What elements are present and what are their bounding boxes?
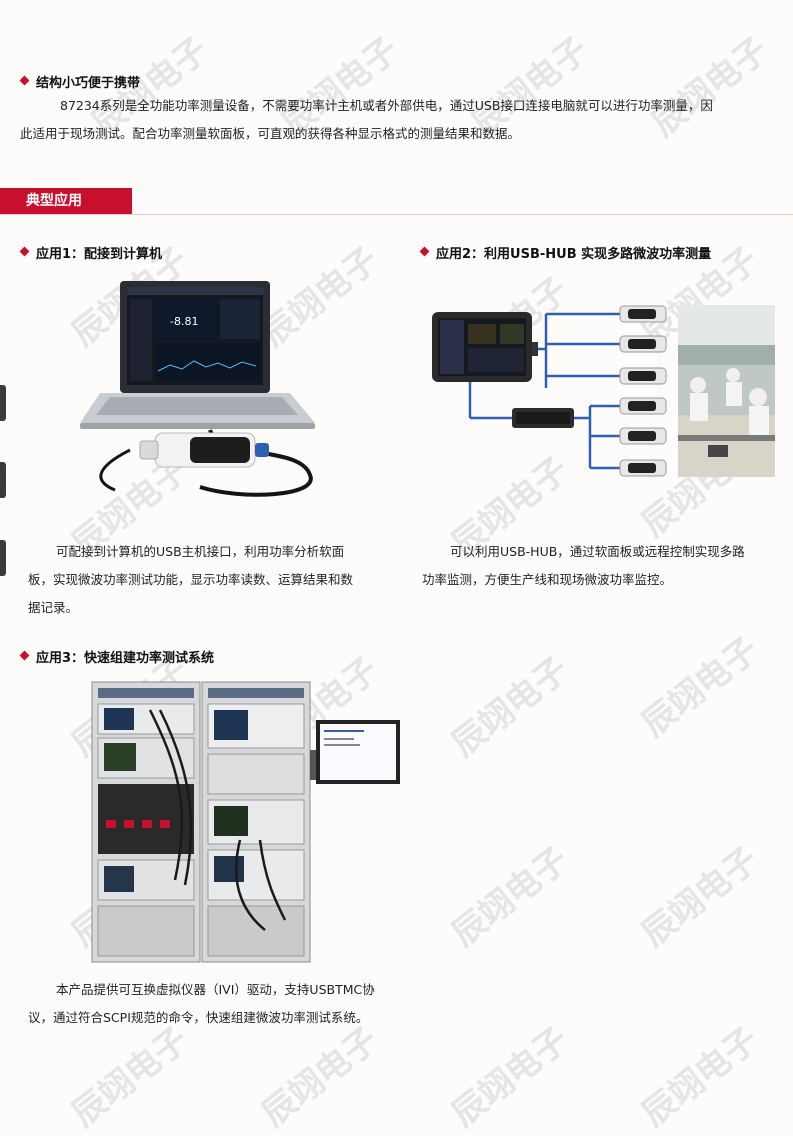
app3-heading: 应用3：快速组建功率测试系统 — [36, 651, 215, 666]
paragraph-line: 此适用于现场测试。配合功率测量软面板，可直观的获得各种显示格式的测量结果和数据。 — [20, 126, 521, 141]
page-edge-tab — [0, 385, 6, 421]
paragraph-line: 板，实现微波功率测试功能，显示功率读数、运算结果和数 — [28, 572, 354, 587]
screen-reading: -8.81 — [170, 315, 198, 328]
watermark: 辰翊电子 — [634, 839, 767, 955]
banner-divider — [0, 214, 793, 215]
bullet-diamond-icon — [19, 246, 30, 257]
watermark: 辰翊电子 — [444, 649, 577, 765]
bullet-diamond-icon — [19, 650, 30, 661]
app2-paragraph: 可以利用USB-HUB，通过软面板或远程控制实现多路 功率监测，方便生产线和现场… — [422, 538, 787, 594]
paragraph-line: 功率监测，方便生产线和现场微波功率监控。 — [422, 572, 673, 587]
bullet-diamond-icon — [19, 75, 30, 86]
paragraph-line: 可配接到计算机的USB主机接口，利用功率分析软面 — [56, 544, 345, 559]
page-edge-tab — [0, 462, 6, 498]
watermark: 辰翊电子 — [634, 629, 767, 745]
app3-paragraph: 本产品提供可互换虚拟仪器（IVI）驱动，支持USBTMC协 议，通过符合SCPI… — [28, 976, 408, 1032]
paragraph-line: 本产品提供可互换虚拟仪器（IVI）驱动，支持USBTMC协 — [56, 982, 375, 997]
watermark: 辰翊电子 — [634, 1019, 767, 1135]
paragraph-line: 议，通过符合SCPI规范的命令，快速组建微波功率测试系统。 — [28, 1010, 369, 1025]
section-paragraph: 87234系列是全功能功率测量设备，不需要功率计主机或者外部供电，通过USB接口… — [20, 92, 785, 148]
section-banner: 典型应用 — [0, 188, 132, 214]
bullet-diamond-icon — [419, 246, 430, 257]
section-heading: 结构小巧便于携带 — [36, 76, 141, 91]
paragraph-line: 87234系列是全功能功率测量设备，不需要功率计主机或者外部供电，通过USB接口… — [60, 98, 713, 113]
watermark: 辰翊电子 — [444, 839, 577, 955]
paragraph-line: 可以利用USB-HUB，通过软面板或远程控制实现多路 — [450, 544, 745, 559]
paragraph-line: 据记录。 — [28, 600, 79, 615]
app1-heading: 应用1：配接到计算机 — [36, 247, 163, 262]
laptop-figure: -8.81 — [70, 275, 390, 505]
page-edge-tab — [0, 540, 6, 576]
app2-heading: 应用2：利用USB-HUB 实现多路微波功率测量 — [436, 247, 712, 262]
production-line-photo — [678, 305, 775, 477]
usb-hub-diagram — [430, 300, 775, 480]
test-rack-figure — [90, 680, 405, 965]
app1-paragraph: 可配接到计算机的USB主机接口，利用功率分析软面 板，实现微波功率测试功能，显示… — [28, 538, 400, 622]
watermark: 辰翊电子 — [444, 1019, 577, 1135]
